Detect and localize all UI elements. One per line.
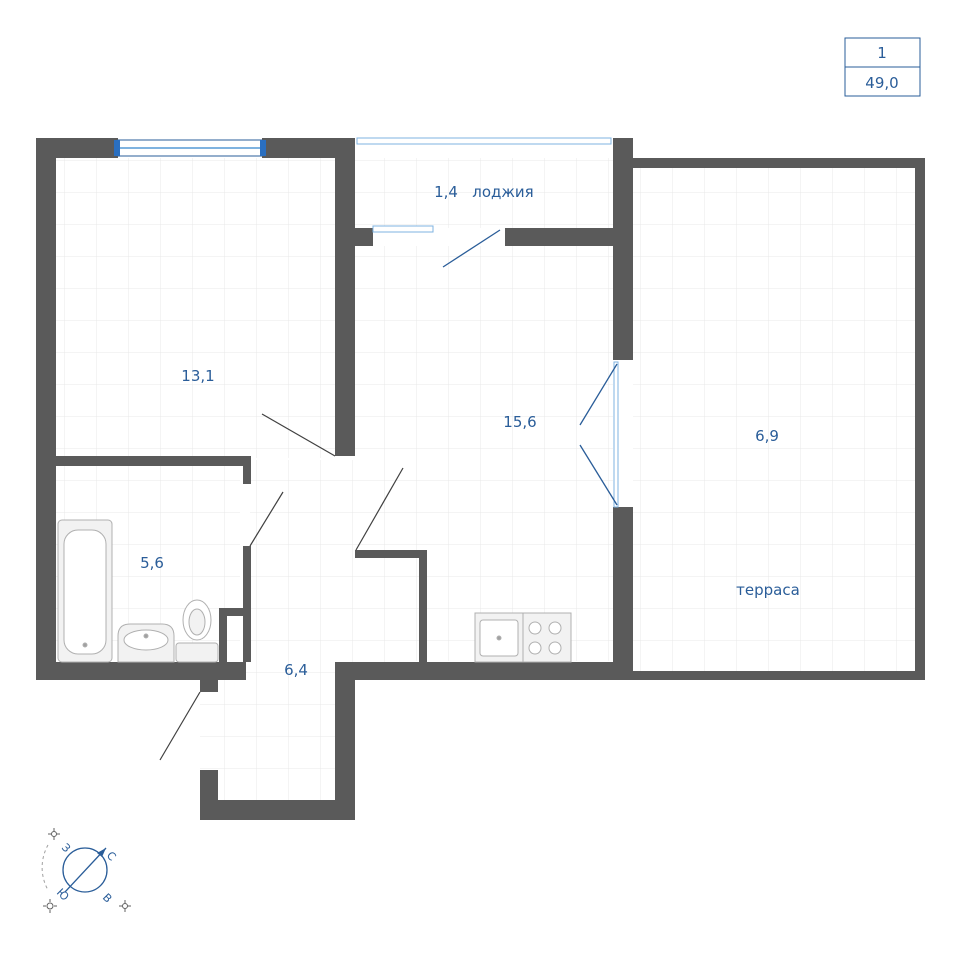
bathtub-icon: [57, 519, 113, 663]
door-swings: [442, 229, 618, 506]
compass-north: С: [104, 849, 119, 864]
terrace-area-label: 6,9: [755, 427, 779, 445]
terrace-name-label: терраса: [736, 581, 800, 599]
loggia-name-label: лоджия: [472, 183, 533, 201]
info-box: 1 49,0: [844, 37, 921, 97]
kitchen-sink-icon: [474, 612, 524, 663]
bedroom-area-label: 13,1: [181, 367, 214, 385]
loggia-area-label: 1,4: [434, 183, 458, 201]
room-count: 1: [877, 44, 887, 62]
windows: [114, 137, 619, 508]
walls: [36, 138, 925, 820]
bathroom-area-label: 5,6: [140, 554, 164, 572]
total-area: 49,0: [865, 74, 898, 92]
stove-icon: [522, 612, 572, 663]
hall-area-label: 6,4: [284, 661, 308, 679]
compass-east: В: [100, 891, 115, 906]
floor-tiles: [55, 158, 915, 800]
interior-doors: [159, 413, 404, 761]
compass-rose-icon: С Ю В З: [41, 828, 131, 913]
living-area-label: 15,6: [503, 413, 536, 431]
sink-icon: [117, 623, 175, 663]
toilet-icon: [175, 599, 219, 663]
